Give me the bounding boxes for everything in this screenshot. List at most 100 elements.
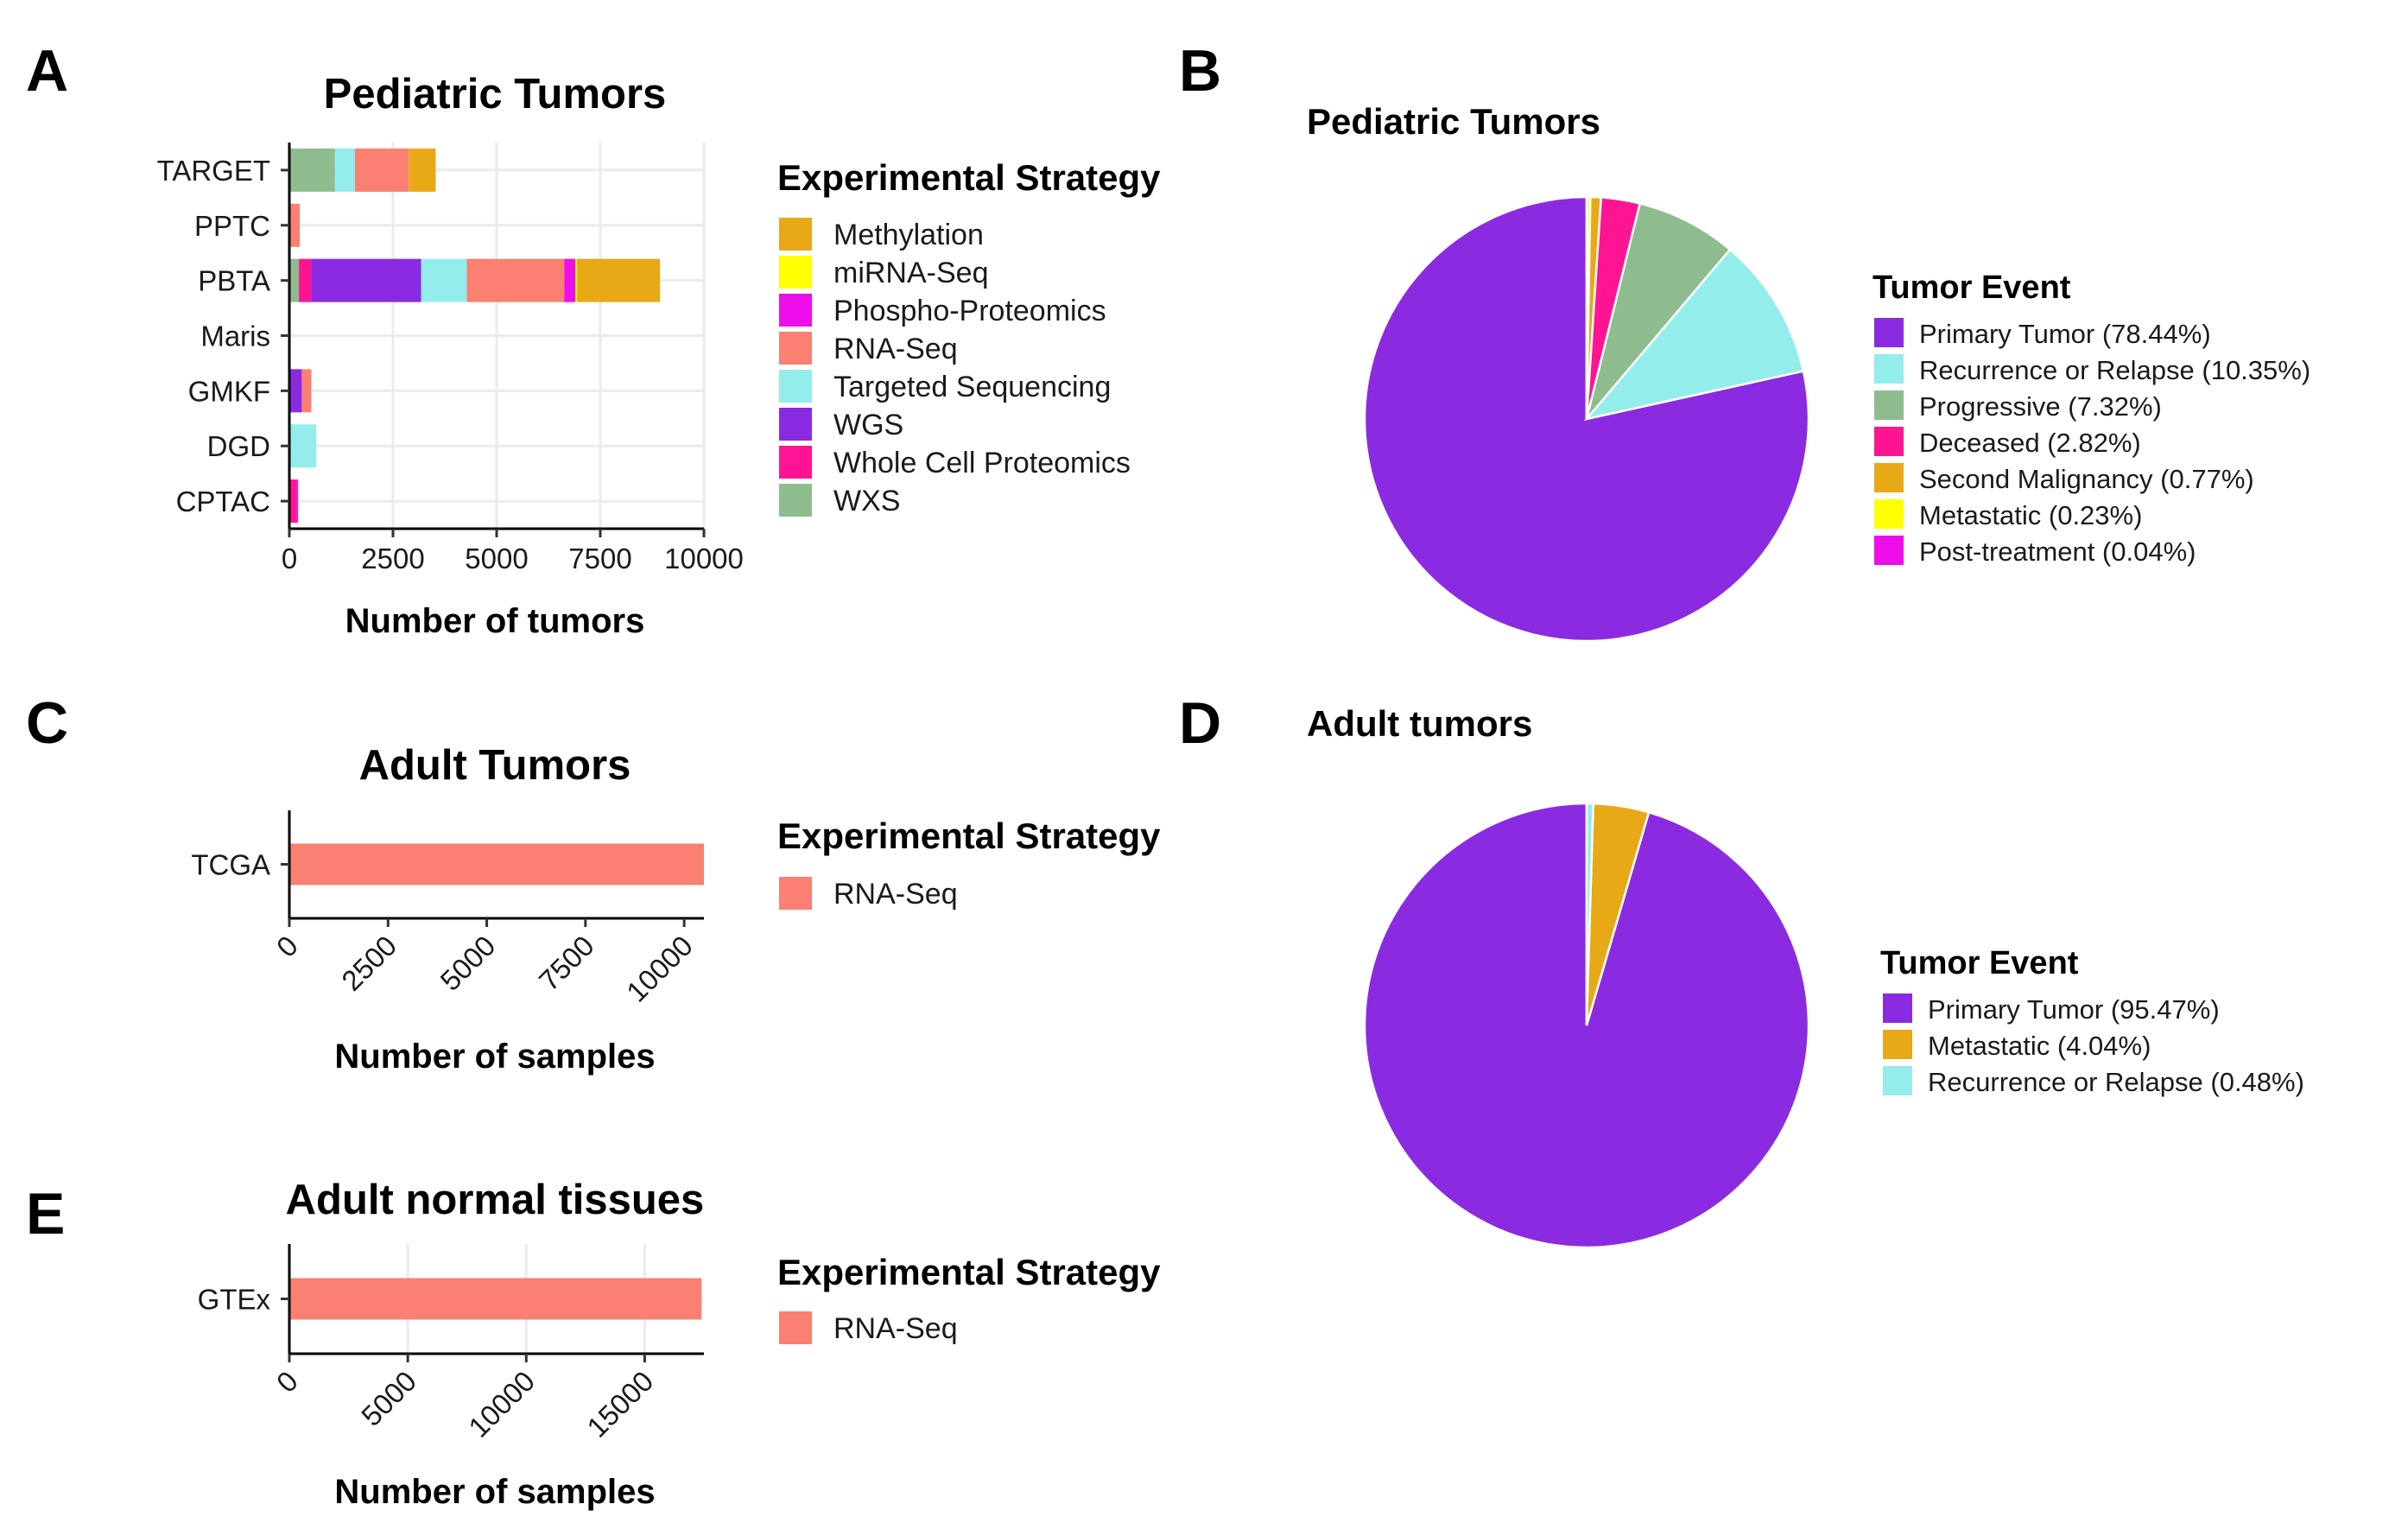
legend-label-recurrence-or-relapse: Recurrence or Relapse (10.35%) <box>1919 355 2310 385</box>
legend-label-metastatic: Metastatic (4.04%) <box>1928 1031 2151 1061</box>
panel-e-x-tick-labels: 0 5000 10000 15000 <box>270 1365 660 1444</box>
panel-e-title: Adult normal tissues <box>286 1177 705 1223</box>
bar-tcga-rna-seq <box>289 843 704 885</box>
panel-e-legend: RNA-Seq <box>779 1311 958 1345</box>
bar-pbta-rna-seq <box>466 258 565 302</box>
x-tick-label: 0 <box>270 1365 304 1399</box>
panel-c-x-axis-title: Number of samples <box>334 1038 655 1076</box>
panel-e-x-axis-title: Number of samples <box>334 1473 655 1511</box>
panel-a-bars <box>289 148 661 524</box>
x-tick-label: 0 <box>270 930 304 963</box>
panel-a-title: Pediatric Tumors <box>324 71 667 117</box>
panel-c-axes <box>281 810 704 927</box>
legend-swatch-rna-seq <box>779 877 812 910</box>
panel-b-legend-title: Tumor Event <box>1873 270 2071 306</box>
panel-a-grid <box>288 143 706 529</box>
bar-gtex-rna-seq <box>289 1278 702 1320</box>
x-tick-label: 15000 <box>580 1365 659 1444</box>
panel-d-legend-title: Tumor Event <box>1880 945 2079 981</box>
y-tick-label-gmkf: GMKF <box>188 375 270 407</box>
y-tick-label-dgd: DGD <box>207 430 270 462</box>
panel-b-legend: Primary Tumor (78.44%) Recurrence or Rela… <box>1874 318 2310 567</box>
legend-swatch-primary-tumor <box>1883 993 1912 1023</box>
panel-e-bars <box>289 1278 702 1320</box>
legend-label-recurrence-or-relapse: Recurrence or Relapse (0.48%) <box>1928 1067 2304 1097</box>
panel-a-stacked-bar-chart: Pediatric Tumors TARGET PPTC PBTA MarisGMKF… <box>157 71 1162 640</box>
bar-target-methylation <box>409 148 436 192</box>
x-tick-label: 5000 <box>434 930 501 997</box>
legend-label-progressive: Progressive (7.32%) <box>1919 391 2162 422</box>
panel-a-legend-title: Experimental Strategy <box>777 157 1161 198</box>
panel-letter-e: E <box>26 1181 65 1247</box>
legend-label-primary-tumor: Primary Tumor (95.47%) <box>1928 994 2220 1025</box>
panel-c-legend-title: Experimental Strategy <box>777 816 1161 856</box>
bar-gmkf-rna-seq <box>301 369 312 413</box>
panel-a-x-axis-title: Number of tumors <box>345 602 645 640</box>
x-tick-label: 10000 <box>664 543 744 574</box>
panel-d-pie <box>1363 802 1810 1249</box>
bar-cptac-phospho-proteomics <box>296 479 299 524</box>
legend-label-methylation: Methylation <box>833 219 984 251</box>
legend-label-rna-seq: RNA-Seq <box>833 1312 958 1345</box>
legend-label-wgs: WGS <box>833 409 903 441</box>
bar-pbta-wxs <box>289 258 300 302</box>
legend-label-post-treatment: Post-treatment (0.04%) <box>1919 536 2196 567</box>
x-tick-label: 2500 <box>335 930 402 997</box>
bar-pbta-mirna-seq <box>575 258 578 302</box>
legend-swatch-post-treatment <box>1874 536 1904 565</box>
panel-letter-b: B <box>1179 38 1221 104</box>
legend-label-phospho-proteomics: Phospho-Proteomics <box>833 295 1106 327</box>
legend-label-rna-seq: RNA-Seq <box>833 333 958 365</box>
y-tick-label-maris: Maris <box>200 321 270 352</box>
legend-swatch-recurrence-or-relapse <box>1883 1066 1912 1095</box>
x-tick-label: 7500 <box>568 543 631 574</box>
panel-letter-a: A <box>26 38 68 104</box>
panel-c-y-tick-labels: TCGA <box>191 849 270 881</box>
bar-pbta-phospho-proteomics <box>564 258 576 302</box>
x-tick-label: 10000 <box>462 1365 541 1444</box>
panel-d-title: Adult tumors <box>1307 703 1532 744</box>
y-tick-label-gtex: GTEx <box>198 1284 271 1316</box>
bar-target-rna-seq <box>354 148 409 192</box>
bar-pbta-whole-cell-proteomics <box>299 258 312 302</box>
legend-swatch-primary-tumor <box>1874 318 1904 347</box>
legend-swatch-deceased <box>1874 427 1904 456</box>
legend-swatch-targeted-sequencing <box>779 370 812 403</box>
legend-swatch-wxs <box>779 484 812 517</box>
y-tick-label-target: TARGET <box>157 155 270 187</box>
legend-label-primary-tumor: Primary Tumor (78.44%) <box>1919 319 2211 349</box>
bar-target-targeted-sequencing <box>334 148 355 192</box>
bar-cptac-whole-cell-proteomics <box>289 479 297 524</box>
y-tick-label-pbta: PBTA <box>198 265 270 297</box>
legend-swatch-recurrence-or-relapse <box>1874 354 1904 384</box>
legend-label-targeted-sequencing: Targeted Sequencing <box>833 371 1111 403</box>
legend-label-whole-cell-proteomics: Whole Cell Proteomics <box>833 447 1131 479</box>
legend-swatch-second-malignancy <box>1874 463 1904 492</box>
bar-pbta-targeted-sequencing <box>421 258 467 302</box>
legend-swatch-metastatic <box>1874 499 1904 529</box>
pie-slice-primary-tumor <box>1363 195 1810 643</box>
panel-d-legend: Primary Tumor (95.47%) Metastatic (4.04%)… <box>1883 993 2304 1097</box>
legend-swatch-mirna-seq <box>779 256 812 289</box>
bar-dgd-targeted-sequencing <box>289 424 317 468</box>
legend-swatch-metastatic <box>1883 1030 1912 1059</box>
x-tick-label: 5000 <box>355 1365 422 1432</box>
legend-swatch-rna-seq <box>779 332 812 365</box>
y-tick-label-pptc: PPTC <box>194 210 270 242</box>
panel-d-pie-chart: Adult tumors Tumor Event Primary Tumor (… <box>1307 703 2304 1249</box>
panel-b-title: Pediatric Tumors <box>1307 101 1600 142</box>
legend-swatch-whole-cell-proteomics <box>779 446 812 479</box>
x-tick-label: 10000 <box>620 930 699 1008</box>
panel-a-legend: MethylationmiRNA-SeqPhospho-ProteomicsRN… <box>779 218 1131 517</box>
pie-slice-progressive <box>1585 202 1732 420</box>
legend-swatch-wgs <box>779 408 812 441</box>
pie-slice-recurrence-or-relapse <box>1583 248 1805 422</box>
bar-pbta-methylation <box>577 258 661 302</box>
bar-pbta-wgs <box>311 258 421 302</box>
legend-label-second-malignancy: Second Malignancy (0.77%) <box>1919 464 2254 494</box>
x-tick-label: 0 <box>282 543 297 574</box>
pie-slice-metastatic <box>1585 802 1651 1026</box>
